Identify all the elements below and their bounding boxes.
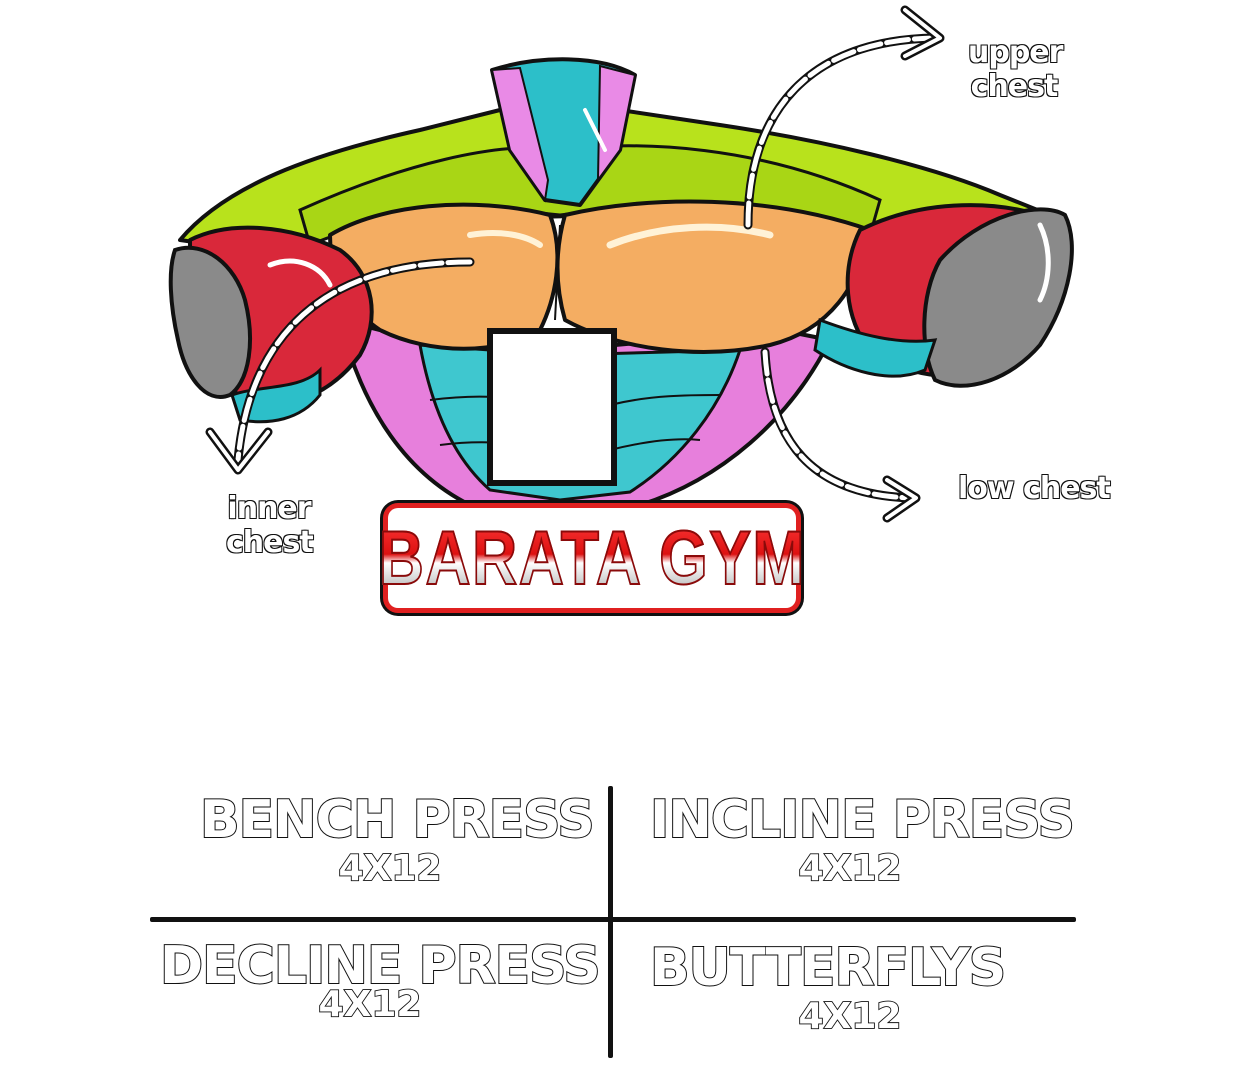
grid-vertical-divider bbox=[608, 786, 613, 1058]
exercise-name: DECLINE PRESS bbox=[159, 935, 602, 997]
exercise-grid: BENCH PRESS 4X12 INCLINE PRESS 4X12 DECL… bbox=[150, 786, 1080, 1058]
upper-chest-label-line1: upper bbox=[967, 35, 1064, 71]
center-blank-box bbox=[487, 328, 617, 486]
inner-chest-arrow bbox=[205, 257, 475, 475]
brand-logo-text: BARATA GYM bbox=[378, 515, 806, 602]
left-under-arm bbox=[230, 366, 322, 424]
exercise-sets: 4X12 bbox=[338, 848, 443, 889]
upper-chest-label-line2: chest bbox=[970, 69, 1059, 105]
low-chest-label: low chest bbox=[957, 471, 1111, 507]
neck-left-strip bbox=[490, 66, 550, 203]
inner-chest-label: inner chest bbox=[225, 491, 314, 561]
exercise-cell-decline-press: DECLINE PRESS 4X12 bbox=[159, 935, 602, 1025]
exercise-sets: 4X12 bbox=[798, 996, 903, 1037]
exercise-name: BENCH PRESS bbox=[199, 789, 596, 851]
exercise-cell-butterflys: BUTTERFLYS 4X12 bbox=[649, 937, 1007, 1037]
left-arm-cap bbox=[168, 245, 252, 399]
inner-chest-label-line2: chest bbox=[225, 525, 314, 561]
upper-chest-label: upper chest bbox=[967, 35, 1064, 105]
inner-chest-label-line1: inner bbox=[227, 491, 313, 527]
exercise-sets: 4X12 bbox=[798, 848, 903, 889]
upper-chest-arrow bbox=[743, 5, 945, 230]
exercise-sets: 4X12 bbox=[318, 984, 423, 1025]
chest-muscle-diagram bbox=[168, 5, 1074, 523]
exercise-name: INCLINE PRESS bbox=[649, 789, 1076, 851]
grid-horizontal-divider bbox=[150, 917, 1076, 922]
exercise-cell-incline-press: INCLINE PRESS 4X12 bbox=[649, 789, 1076, 889]
exercise-cell-bench-press: BENCH PRESS 4X12 bbox=[199, 789, 596, 889]
brand-logo: BARATA GYM bbox=[378, 508, 805, 608]
neck-right-strip bbox=[596, 64, 637, 184]
low-chest-arrow bbox=[760, 347, 921, 523]
right-under-arm bbox=[813, 317, 938, 378]
exercise-name: BUTTERFLYS bbox=[649, 937, 1007, 999]
